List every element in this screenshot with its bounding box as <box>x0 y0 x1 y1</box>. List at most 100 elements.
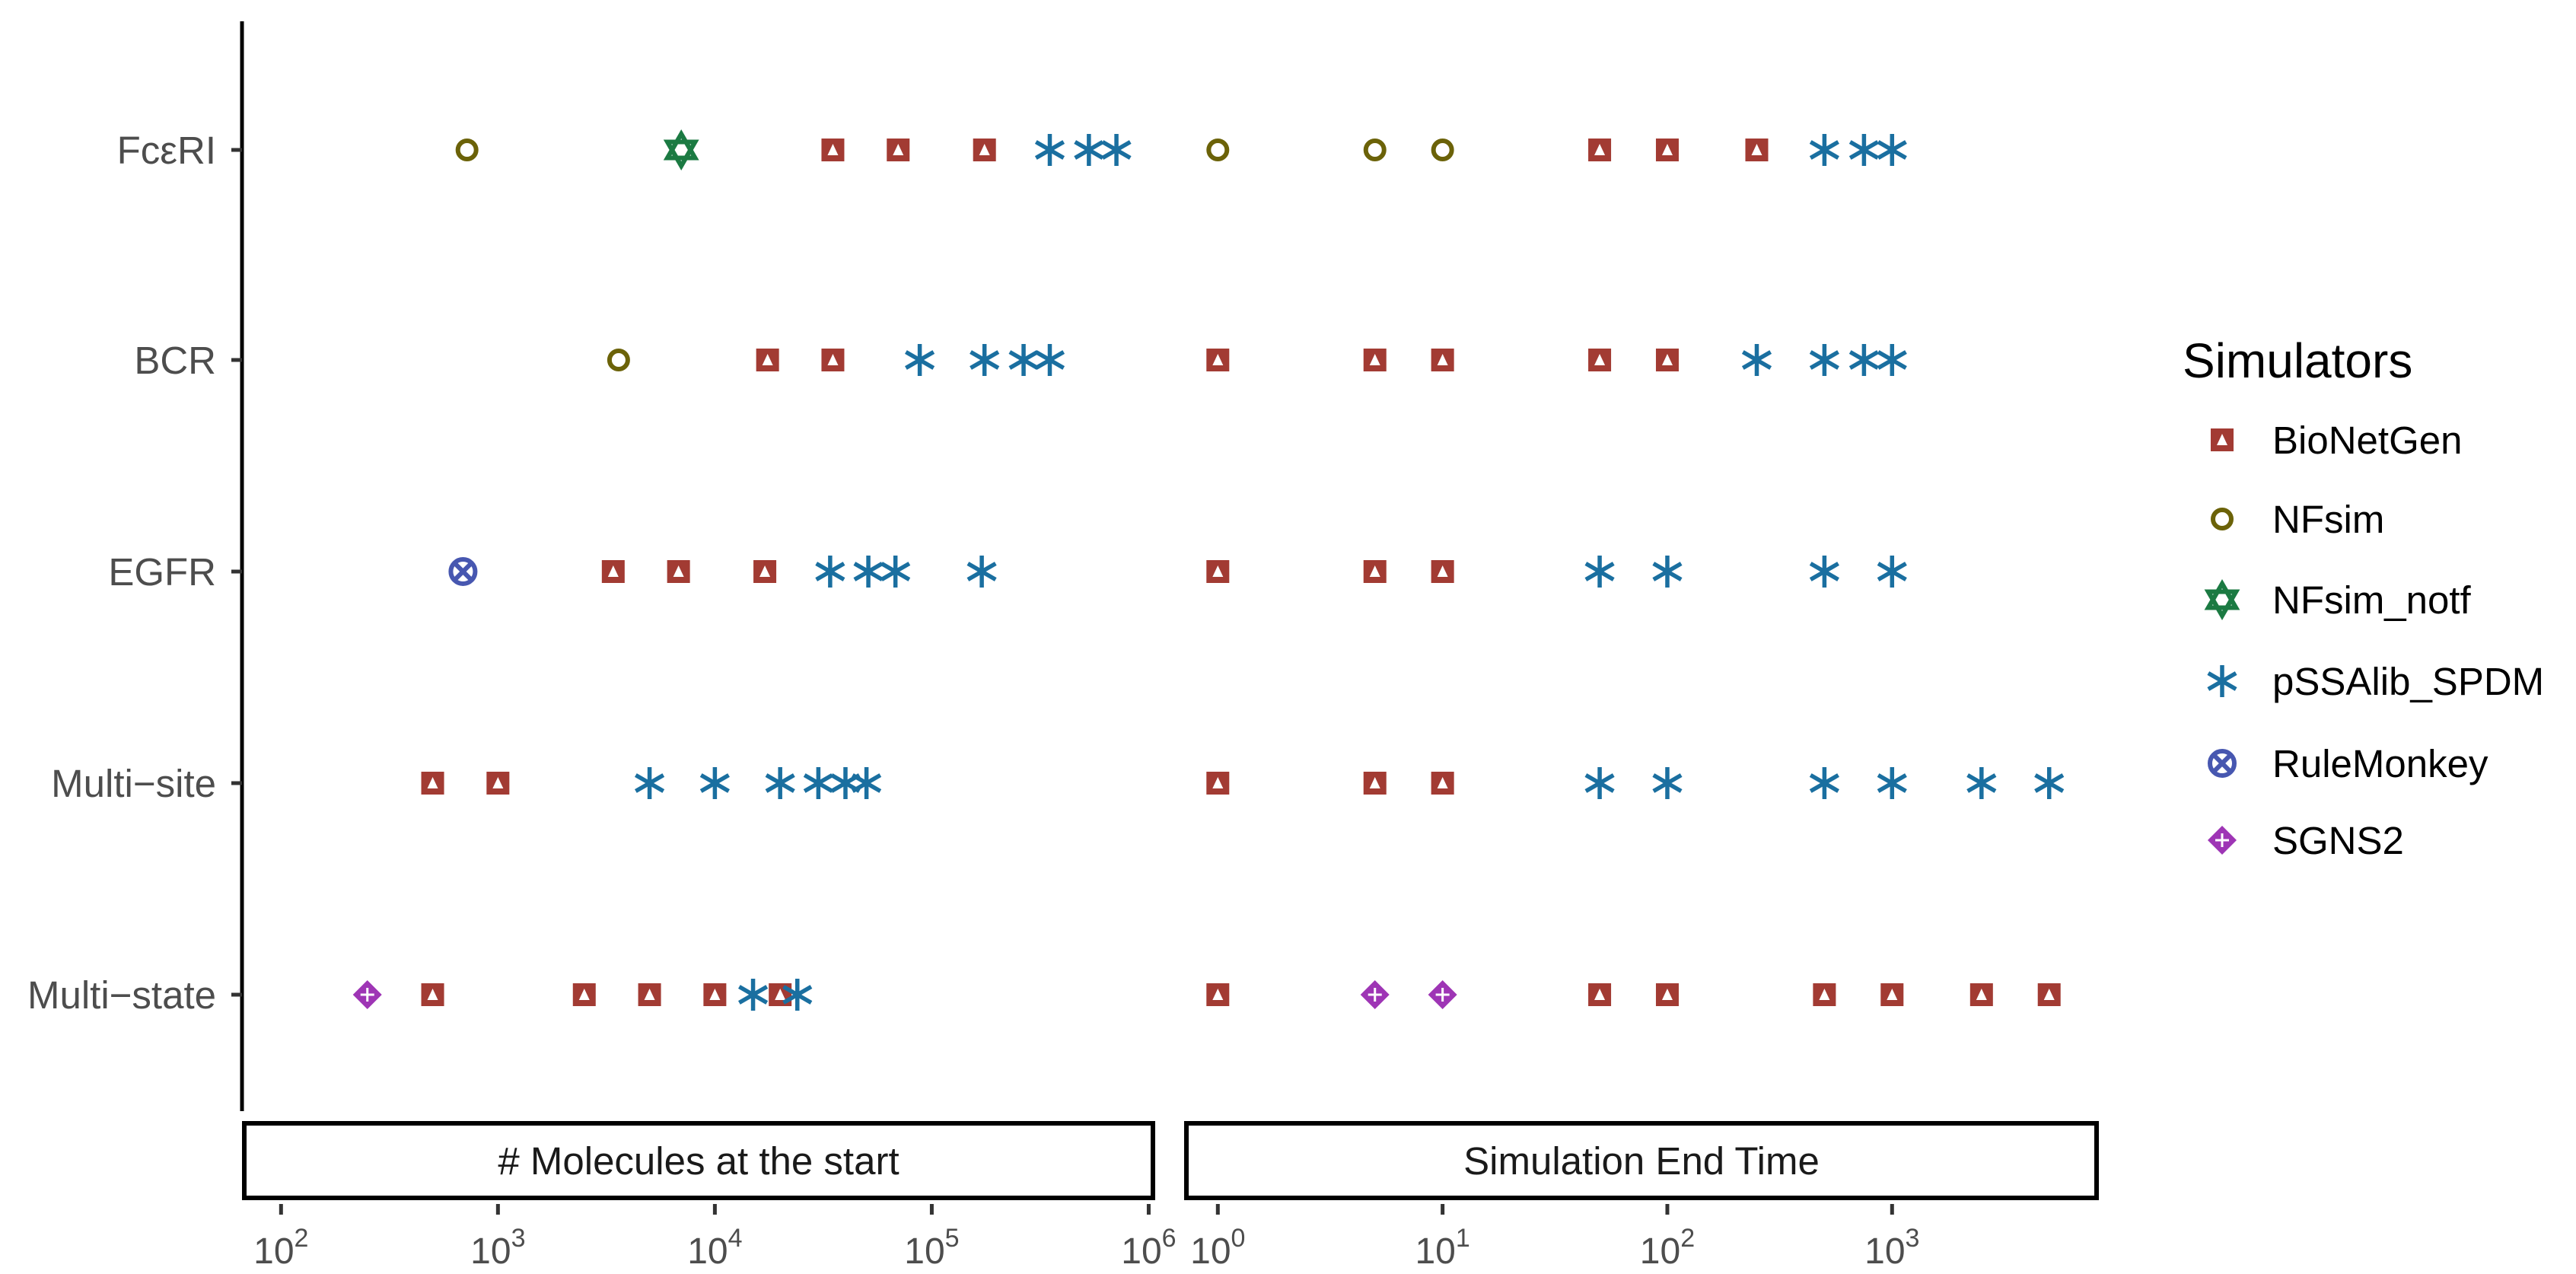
point-pssalib-spdm <box>830 767 861 799</box>
legend-label: pSSAlib_SPDM <box>2272 660 2544 703</box>
point-pssalib-spdm <box>765 767 795 799</box>
point-sgns2 <box>352 980 382 1009</box>
point-bionetgen <box>821 139 845 161</box>
x-tick-base: 10 <box>1415 1231 1455 1272</box>
point-bionetgen <box>1969 983 1993 1006</box>
x-tick-exponent: 2 <box>295 1224 309 1253</box>
point-bionetgen <box>1206 560 1230 583</box>
x-tick-base: 10 <box>1640 1231 1680 1272</box>
point-pssalib-spdm <box>1877 344 1907 376</box>
point-bionetgen <box>667 560 690 583</box>
point-pssalib-spdm <box>1074 134 1104 166</box>
point-sgns2 <box>1360 980 1390 1009</box>
point-bionetgen <box>1655 349 1679 371</box>
legend-entry-bionetgen: BioNetGen <box>2211 419 2462 462</box>
point-bionetgen <box>486 772 510 795</box>
legend-entry-sgns2: SGNS2 <box>2208 819 2404 862</box>
point-nfsim <box>1206 139 1230 161</box>
point-pssalib-spdm <box>1877 767 1907 799</box>
x-tick-label: 106 <box>1121 1224 1176 1272</box>
point-nfsim-notf <box>663 129 699 170</box>
point-bionetgen <box>1655 983 1679 1006</box>
legend-label: BioNetGen <box>2272 419 2462 462</box>
legend-title: Simulators <box>2183 333 2412 388</box>
point-pssalib-spdm <box>1848 134 1879 166</box>
point-pssalib-spdm <box>738 979 769 1011</box>
facet-strip-label: Simulation End Time <box>1463 1139 1820 1183</box>
point-pssalib-spdm <box>970 344 1000 376</box>
point-pssalib-spdm <box>1034 344 1065 376</box>
legend-key-bionetgen <box>2211 428 2234 451</box>
point-bionetgen <box>1431 560 1454 583</box>
point-bionetgen <box>703 983 727 1006</box>
point-pssalib-spdm <box>852 767 882 799</box>
x-tick-base: 10 <box>470 1231 511 1272</box>
legend-entry-pssalib-spdm: pSSAlib_SPDM <box>2207 660 2544 703</box>
point-pssalib-spdm <box>1877 556 1907 588</box>
point-bionetgen <box>1206 983 1230 1006</box>
point-pssalib-spdm <box>966 556 997 588</box>
y-tick-label-fc-ri: FcεRI <box>117 129 216 172</box>
legend-key-rulemonkey <box>2208 749 2237 778</box>
x-tick-label: 101 <box>1415 1224 1469 1272</box>
point-bionetgen <box>1588 983 1612 1006</box>
point-pssalib-spdm <box>853 556 884 588</box>
point-bionetgen <box>1206 349 1230 371</box>
x-tick-base: 10 <box>904 1231 944 1272</box>
point-bionetgen <box>887 139 910 161</box>
y-tick-label-multi-site: Multi−site <box>51 762 216 805</box>
x-tick-base: 10 <box>1121 1231 1161 1272</box>
point-bionetgen <box>1655 139 1679 161</box>
point-pssalib-spdm <box>1584 767 1615 799</box>
point-bionetgen <box>1588 349 1612 371</box>
point-bionetgen <box>1363 772 1387 795</box>
point-nfsim <box>1431 139 1454 161</box>
x-tick-base: 10 <box>253 1231 294 1272</box>
legend-entry-nfsim: NFsim <box>2211 498 2384 541</box>
point-bionetgen <box>1431 349 1454 371</box>
point-bionetgen <box>421 983 444 1006</box>
point-pssalib-spdm <box>2034 767 2065 799</box>
x-tick-label: 105 <box>904 1224 959 1272</box>
legend-key-sgns2 <box>2208 826 2237 855</box>
x-tick-exponent: 6 <box>1162 1224 1177 1253</box>
point-pssalib-spdm <box>1652 556 1683 588</box>
point-pssalib-spdm <box>1584 556 1615 588</box>
legend-label: NFsim <box>2272 498 2384 541</box>
point-pssalib-spdm <box>1966 767 1997 799</box>
point-rulemonkey <box>448 557 478 586</box>
x-tick-label: 100 <box>1190 1224 1245 1272</box>
point-pssalib-spdm <box>1809 344 1839 376</box>
legend-label: SGNS2 <box>2272 819 2404 862</box>
point-bionetgen <box>1880 983 1904 1006</box>
point-pssalib-spdm <box>699 767 730 799</box>
point-pssalib-spdm <box>1034 134 1065 166</box>
point-pssalib-spdm <box>1008 344 1039 376</box>
x-tick-exponent: 3 <box>1906 1224 1920 1253</box>
legend-label: RuleMonkey <box>2272 742 2488 785</box>
point-nfsim <box>455 139 479 161</box>
point-pssalib-spdm <box>905 344 935 376</box>
point-bionetgen <box>1431 772 1454 795</box>
x-tick-base: 10 <box>1864 1231 1905 1272</box>
legend-key-nfsim-notf <box>2204 579 2240 620</box>
point-nfsim <box>607 349 630 371</box>
x-tick-exponent: 2 <box>1680 1224 1695 1253</box>
point-bionetgen <box>421 772 444 795</box>
legend-key-pssalib-spdm <box>2207 665 2237 697</box>
point-bionetgen <box>821 349 845 371</box>
point-pssalib-spdm <box>880 556 911 588</box>
point-sgns2 <box>1428 980 1457 1009</box>
point-pssalib-spdm <box>1848 344 1879 376</box>
y-tick-label-multi-state: Multi−state <box>27 973 216 1017</box>
point-bionetgen <box>753 560 777 583</box>
x-tick-label: 104 <box>687 1224 742 1272</box>
legend-entry-nfsim-notf: NFsim_notf <box>2204 578 2472 622</box>
x-tick-label: 102 <box>253 1224 308 1272</box>
x-tick-label: 102 <box>1640 1224 1695 1272</box>
point-bionetgen <box>973 139 996 161</box>
